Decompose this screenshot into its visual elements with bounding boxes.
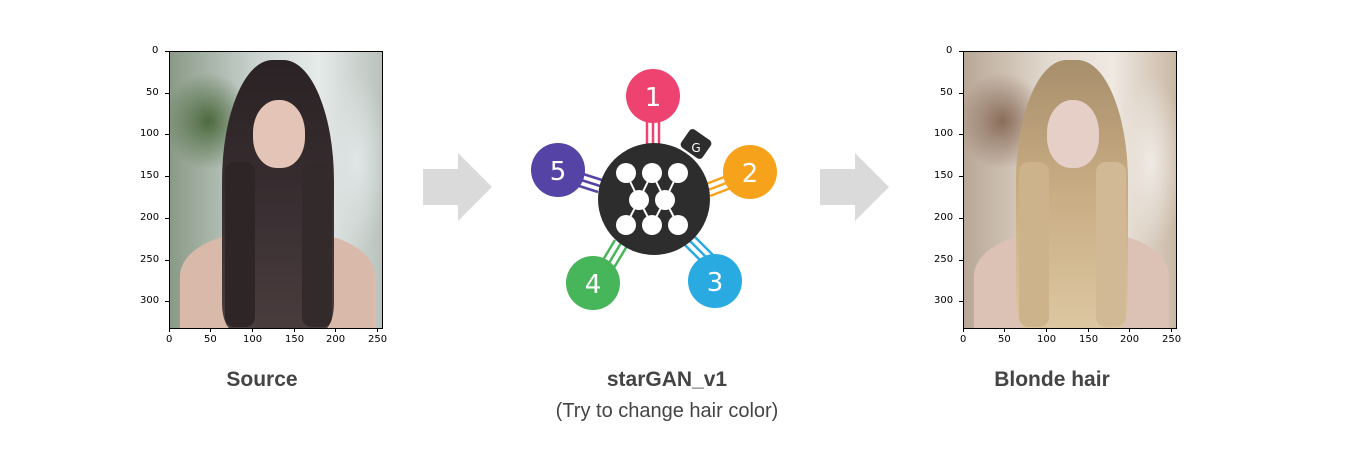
source-ytick-label: 300 xyxy=(140,295,160,306)
output-xtick-label: 250 xyxy=(1162,334,1182,345)
output-image-axes xyxy=(963,51,1177,329)
source-ytick-label: 100 xyxy=(140,128,160,139)
output-ytick-label: 200 xyxy=(934,212,954,223)
output-ytick-label: 0 xyxy=(946,45,953,56)
output-caption: Blonde hair xyxy=(994,368,1110,391)
output-xtick-label: 200 xyxy=(1120,334,1140,345)
output-face xyxy=(1047,100,1099,168)
output-photo xyxy=(964,52,1176,328)
source-ytick-label: 0 xyxy=(152,45,159,56)
output-xtick-label: 0 xyxy=(960,334,967,345)
svg-text:4: 4 xyxy=(585,270,602,300)
source-image-axes xyxy=(169,51,383,329)
source-xtick-label: 50 xyxy=(204,334,217,345)
domain-node-3: 3 xyxy=(688,254,742,308)
source-xtick-label: 250 xyxy=(368,334,388,345)
output-ytick-label: 250 xyxy=(934,254,954,265)
source-ytick-label: 200 xyxy=(140,212,160,223)
svg-text:2: 2 xyxy=(742,159,759,189)
domain-node-1: 1 xyxy=(626,69,680,123)
svg-text:1: 1 xyxy=(645,83,662,113)
source-hair-front-left xyxy=(225,162,255,327)
svg-text:3: 3 xyxy=(707,268,724,298)
source-ytick-label: 150 xyxy=(140,170,160,181)
source-ytick-label: 50 xyxy=(146,87,159,98)
source-photo xyxy=(170,52,382,328)
output-xtick-label: 50 xyxy=(998,334,1011,345)
stargan-logo: G xyxy=(531,69,777,310)
output-ytick-label: 150 xyxy=(934,170,954,181)
output-hair-front-right xyxy=(1096,162,1126,327)
output-ytick-label: 100 xyxy=(934,128,954,139)
output-xtick-label: 100 xyxy=(1037,334,1057,345)
output-ytick-label: 50 xyxy=(940,87,953,98)
generator-node: G xyxy=(598,129,712,255)
domain-node-5: 5 xyxy=(531,143,585,197)
domain-node-2: 2 xyxy=(723,145,777,199)
source-face xyxy=(253,100,305,168)
source-xtick-label: 200 xyxy=(326,334,346,345)
source-xtick-label: 0 xyxy=(166,334,173,345)
right-arrow-icon xyxy=(820,153,890,221)
svg-text:5: 5 xyxy=(550,157,567,187)
generator-badge-label: G xyxy=(691,141,700,155)
domain-node-4: 4 xyxy=(566,256,620,310)
source-ytick-label: 250 xyxy=(140,254,160,265)
output-ytick-label: 300 xyxy=(934,295,954,306)
output-hair-front-left xyxy=(1019,162,1049,327)
source-xtick-label: 150 xyxy=(285,334,305,345)
source-hair-front-right xyxy=(302,162,332,327)
source-xtick-label: 100 xyxy=(243,334,263,345)
model-subtitle: (Try to change hair color) xyxy=(555,400,779,422)
right-arrow-icon xyxy=(423,153,493,221)
source-caption: Source xyxy=(226,368,298,391)
model-title: starGAN_v1 xyxy=(606,368,728,391)
output-xtick-label: 150 xyxy=(1079,334,1099,345)
